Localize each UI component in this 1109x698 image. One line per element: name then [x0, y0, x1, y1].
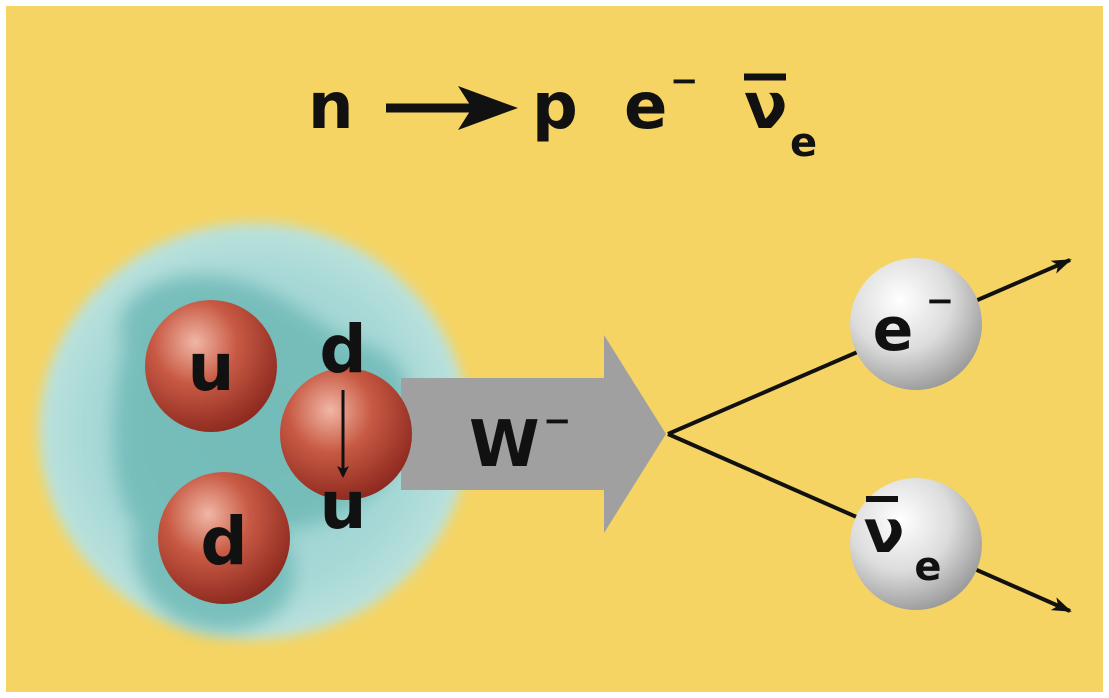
antineutrino-subscript: e	[914, 544, 941, 590]
equation-electron: e	[624, 70, 667, 144]
quark-changing-from-label: d	[319, 311, 366, 388]
equation-arrow	[386, 86, 518, 130]
equation-antineutrino-subscript: e	[790, 120, 817, 166]
quark-up-label: u	[188, 329, 235, 406]
antineutrino-particle: ν e	[850, 478, 982, 610]
diagram-canvas: n p e − ν e W − u d d u	[6, 6, 1103, 692]
equation-antineutrino: ν	[744, 70, 788, 144]
quark-down-label: d	[200, 503, 247, 580]
quark-up-upper: u	[145, 300, 277, 432]
w-boson-symbol: W	[469, 408, 540, 482]
quark-down-lower: d	[158, 472, 290, 604]
electron-symbol: e	[873, 295, 914, 365]
w-boson-arrow: W −	[401, 335, 666, 533]
beta-decay-diagram: n p e − ν e W − u d d u	[6, 6, 1103, 692]
decay-equation: n p e − ν e	[308, 61, 817, 166]
w-boson-charge: −	[543, 401, 572, 441]
quark-changing: d u	[280, 311, 412, 544]
quark-changing-to-label: u	[320, 467, 367, 544]
equation-electron-charge: −	[670, 61, 699, 101]
equation-neutron: n	[308, 70, 354, 144]
equation-proton: p	[532, 70, 578, 144]
electron-particle: e −	[850, 258, 982, 390]
antineutrino-symbol: ν	[864, 497, 905, 567]
electron-charge: −	[926, 281, 955, 321]
